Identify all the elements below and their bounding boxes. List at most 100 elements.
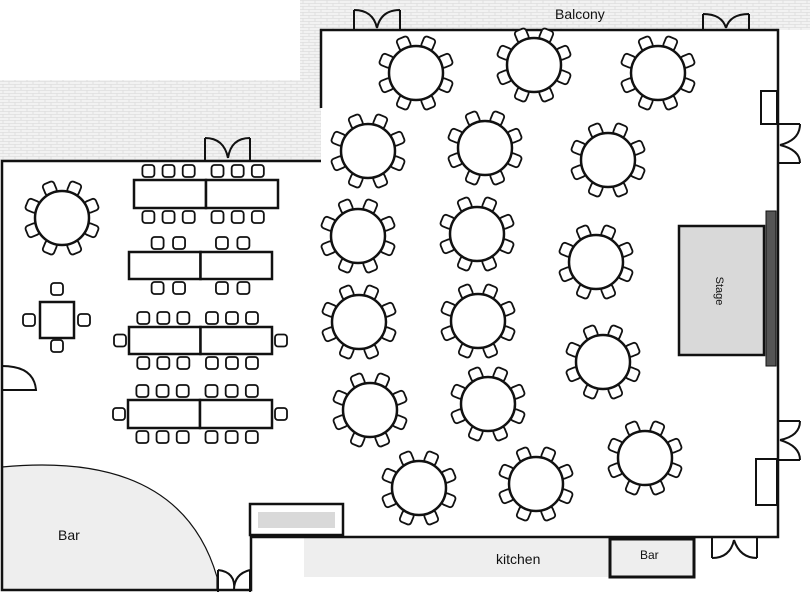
chair	[155, 430, 170, 444]
long-table	[199, 250, 274, 281]
round-table	[629, 44, 687, 102]
chair	[181, 164, 196, 178]
door-icon	[778, 123, 801, 164]
chair	[224, 430, 239, 444]
chair	[113, 333, 127, 348]
chair	[225, 356, 239, 370]
service-counter-top	[258, 512, 335, 528]
door-icon	[204, 137, 251, 160]
chair	[225, 311, 239, 325]
door-icon	[353, 9, 401, 30]
chair	[136, 356, 151, 370]
chair	[224, 384, 239, 398]
chair	[215, 236, 229, 250]
chair	[156, 311, 171, 325]
chair	[50, 282, 64, 296]
chair	[141, 210, 156, 224]
chair	[204, 384, 219, 398]
small-bar	[608, 537, 696, 579]
long-table	[198, 398, 274, 430]
long-table	[126, 398, 202, 430]
door-icon	[778, 420, 801, 461]
furniture-layer	[22, 27, 696, 526]
wall-niche	[760, 90, 778, 125]
wall-niche	[755, 458, 778, 506]
chair	[156, 356, 171, 370]
chair	[22, 313, 36, 327]
chair	[136, 311, 151, 325]
round-table	[507, 455, 565, 513]
kitchen-label: kitchen	[496, 551, 541, 567]
round-table	[33, 189, 91, 247]
chair	[135, 430, 150, 444]
long-table	[127, 325, 202, 356]
chair	[176, 311, 191, 325]
chair	[245, 356, 259, 370]
chair	[172, 236, 186, 250]
chair	[181, 210, 196, 224]
long-table	[204, 178, 280, 210]
chair	[236, 236, 251, 250]
chair	[77, 313, 91, 327]
round-table	[456, 119, 514, 177]
chair	[112, 407, 126, 421]
chair	[245, 311, 259, 325]
long-table	[199, 325, 274, 356]
bar-label: Bar	[58, 527, 80, 543]
round-table	[387, 44, 445, 102]
bar-area	[1, 464, 218, 591]
chair	[244, 430, 259, 444]
chair	[175, 430, 190, 444]
round-table	[459, 375, 517, 433]
left-terrace	[0, 80, 321, 160]
round-table	[567, 233, 625, 291]
round-table	[339, 122, 397, 180]
chair	[236, 281, 251, 295]
round-table	[616, 429, 674, 487]
chair	[210, 210, 225, 224]
chair	[172, 281, 186, 295]
round-table	[574, 333, 632, 391]
long-table	[127, 250, 202, 281]
round-table	[449, 292, 507, 350]
round-table	[329, 207, 387, 265]
door-icon	[702, 13, 750, 30]
door-icon	[711, 537, 758, 559]
stage-label: Stage	[713, 276, 725, 306]
door-icon	[1, 365, 38, 391]
chair	[161, 210, 176, 224]
small-bar-label: Bar	[640, 548, 659, 562]
chair	[274, 407, 288, 421]
chair	[215, 281, 229, 295]
chair	[274, 333, 288, 348]
round-table	[448, 205, 506, 263]
outer-walls	[0, 28, 780, 592]
door-icon	[217, 569, 251, 592]
round-table	[341, 381, 399, 439]
chair	[150, 281, 165, 295]
square-table	[38, 300, 76, 340]
chair	[204, 430, 219, 444]
chair	[244, 384, 259, 398]
chair	[230, 210, 245, 224]
round-table	[390, 459, 448, 517]
chair	[150, 236, 165, 250]
kitchen-area	[304, 537, 610, 577]
chair	[175, 384, 190, 398]
chair	[210, 164, 225, 178]
round-table	[579, 131, 637, 189]
chair	[205, 311, 219, 325]
round-table	[330, 293, 388, 351]
stage	[677, 224, 766, 357]
long-table	[132, 178, 208, 210]
chair	[176, 356, 191, 370]
chair	[155, 384, 170, 398]
stage-edge	[765, 210, 777, 367]
balcony-label: Balcony	[555, 6, 605, 22]
chair	[250, 210, 265, 224]
chair	[50, 339, 64, 353]
chair	[141, 164, 156, 178]
chair	[161, 164, 176, 178]
round-table	[505, 36, 563, 94]
